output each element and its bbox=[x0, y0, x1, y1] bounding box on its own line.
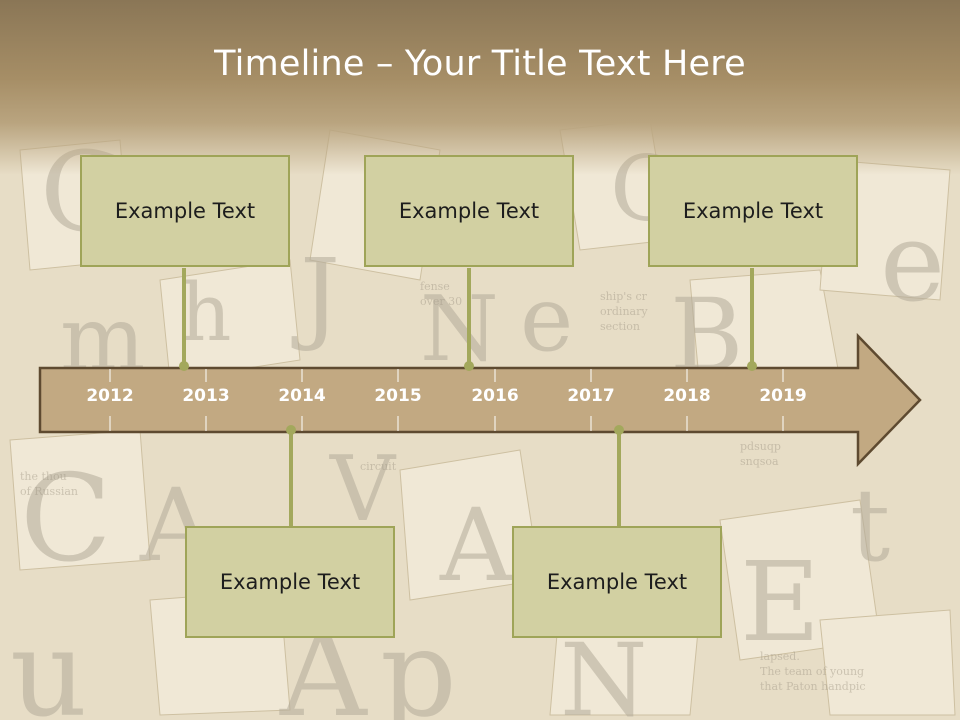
event-connector bbox=[289, 433, 293, 527]
svg-text:The team of young: The team of young bbox=[760, 665, 864, 678]
event-marker-dot bbox=[614, 425, 624, 435]
slide-title: Timeline – Your Title Text Here bbox=[214, 44, 746, 84]
event-text: Example Text bbox=[219, 570, 361, 594]
event-box: Example Text bbox=[80, 155, 290, 267]
svg-text:h: h bbox=[180, 266, 232, 359]
svg-text:N: N bbox=[420, 277, 499, 382]
event-text: Example Text bbox=[546, 570, 688, 594]
year-label: 2014 bbox=[278, 386, 326, 406]
year-label: 2013 bbox=[182, 386, 230, 406]
event-connector bbox=[750, 268, 754, 366]
svg-text:C: C bbox=[20, 450, 112, 589]
event-marker-dot bbox=[179, 361, 189, 371]
event-marker-dot bbox=[286, 425, 296, 435]
svg-text:e: e bbox=[520, 267, 573, 372]
svg-text:E: E bbox=[740, 538, 820, 666]
event-marker-dot bbox=[747, 361, 757, 371]
timeline-ticks bbox=[109, 369, 784, 431]
year-label: 2015 bbox=[374, 386, 422, 406]
svg-text:u: u bbox=[10, 605, 87, 720]
svg-text:ship's cr: ship's cr bbox=[600, 290, 648, 303]
year-label: 2018 bbox=[663, 386, 711, 406]
year-label: 2017 bbox=[567, 386, 615, 406]
svg-text:over 30: over 30 bbox=[420, 295, 462, 308]
svg-text:V: V bbox=[329, 437, 397, 542]
year-label: 2012 bbox=[86, 386, 134, 406]
event-marker-dot bbox=[464, 361, 474, 371]
event-box: Example Text bbox=[512, 526, 722, 638]
svg-text:e: e bbox=[880, 198, 945, 326]
svg-text:that Paton handpic: that Paton handpic bbox=[760, 680, 866, 693]
svg-text:the thou: the thou bbox=[20, 470, 67, 483]
event-text: Example Text bbox=[682, 199, 824, 223]
timeline-arrow-shape bbox=[38, 332, 922, 468]
event-text: Example Text bbox=[114, 199, 256, 223]
svg-text:J: J bbox=[291, 237, 340, 354]
year-label: 2019 bbox=[759, 386, 807, 406]
event-box: Example Text bbox=[185, 526, 395, 638]
event-box: Example Text bbox=[364, 155, 574, 267]
event-connector bbox=[182, 268, 186, 366]
svg-text:ordinary: ordinary bbox=[600, 305, 648, 318]
svg-text:N: N bbox=[560, 622, 648, 720]
event-box: Example Text bbox=[648, 155, 858, 267]
svg-text:t: t bbox=[850, 467, 890, 584]
event-connector bbox=[467, 268, 471, 366]
year-label: 2016 bbox=[471, 386, 519, 406]
event-connector bbox=[617, 433, 621, 527]
svg-text:fense: fense bbox=[420, 280, 450, 293]
svg-text:pdsuqp: pdsuqp bbox=[740, 440, 781, 453]
event-text: Example Text bbox=[398, 199, 540, 223]
svg-text:circuit: circuit bbox=[360, 460, 397, 473]
svg-text:lapsed.: lapsed. bbox=[760, 650, 800, 663]
svg-text:A: A bbox=[439, 487, 514, 604]
header-band bbox=[0, 0, 960, 175]
svg-text:of Russian: of Russian bbox=[20, 485, 78, 498]
svg-text:snqsoa: snqsoa bbox=[740, 455, 779, 468]
svg-text:section: section bbox=[600, 320, 640, 333]
